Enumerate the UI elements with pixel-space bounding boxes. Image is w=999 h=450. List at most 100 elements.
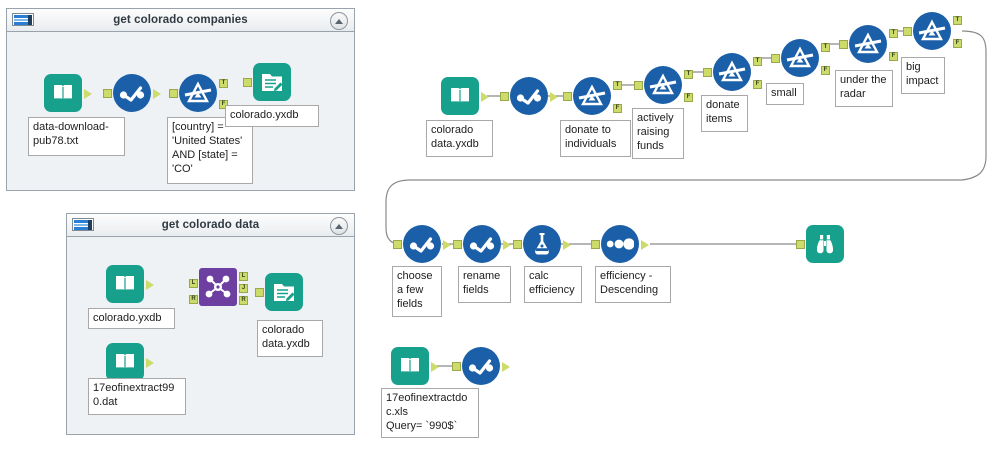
filter-tool-big-impact[interactable]: T F (903, 12, 962, 50)
false-output-port[interactable]: F (613, 104, 622, 113)
filter-tool-under-the-radar[interactable]: T F (839, 25, 898, 63)
input-port[interactable] (255, 288, 264, 297)
annotation-input-file: colorado data.yxdb (426, 120, 493, 157)
formula-tool-calc-efficiency[interactable] (513, 225, 571, 263)
input-port[interactable] (634, 81, 643, 90)
input-data-tool[interactable] (391, 347, 439, 385)
output-data-tool[interactable] (243, 63, 291, 101)
annotation-big-impact: big impact (901, 57, 945, 94)
filter-icon (179, 74, 217, 112)
input-port[interactable] (513, 240, 522, 249)
container-header[interactable]: get colorado data (67, 214, 354, 237)
select-icon (510, 77, 548, 115)
true-output-port[interactable]: T (753, 57, 762, 66)
annotation-dat-file: 17eofinextract99 0.dat (88, 378, 186, 415)
input-data-tool-right[interactable] (106, 343, 154, 381)
input-port[interactable] (393, 240, 402, 249)
input-port[interactable] (703, 68, 712, 77)
input-data-tool-left[interactable] (106, 265, 154, 303)
false-output-port[interactable]: F (684, 93, 693, 102)
annotation-input-file: data-download- pub78.txt (28, 117, 125, 156)
true-output-port[interactable]: T (684, 70, 693, 79)
container-header[interactable]: get colorado companies (7, 9, 354, 32)
output-port[interactable] (502, 362, 510, 372)
sort-icon (601, 225, 639, 263)
input-port[interactable] (796, 240, 805, 249)
input-port[interactable] (452, 362, 461, 371)
select-icon (462, 347, 500, 385)
select-tool[interactable] (452, 347, 510, 385)
false-output-port[interactable]: F (953, 39, 962, 48)
join-tool[interactable]: L R L J R (189, 268, 248, 306)
false-output-port[interactable]: F (821, 66, 830, 75)
output-port[interactable] (503, 240, 511, 250)
filter-icon (913, 12, 951, 50)
input-port[interactable] (563, 92, 572, 101)
output-port[interactable] (153, 89, 161, 99)
tool-container-icon (72, 218, 94, 231)
output-port[interactable] (146, 358, 154, 368)
join-output-port[interactable]: J (239, 284, 248, 293)
right-output-port[interactable]: R (239, 296, 248, 305)
false-output-port[interactable]: F (219, 100, 228, 109)
annotation-calc-efficiency: calc efficiency (524, 266, 582, 303)
select-icon (113, 74, 151, 112)
input-port[interactable] (243, 78, 252, 87)
input-port[interactable] (771, 54, 780, 63)
filter-tool[interactable]: T F (169, 74, 228, 112)
input-port[interactable] (453, 240, 462, 249)
output-port[interactable] (84, 89, 92, 99)
input-port[interactable] (500, 92, 509, 101)
input-port[interactable] (591, 240, 600, 249)
true-output-port[interactable]: T (219, 79, 228, 88)
browse-tool[interactable] (796, 225, 844, 263)
select-tool-rename-fields[interactable] (453, 225, 511, 263)
filter-icon (781, 39, 819, 77)
book-icon (106, 265, 144, 303)
select-tool[interactable] (500, 77, 558, 115)
annotation-donate-to-individuals: donate to individuals (560, 120, 631, 157)
chevron-up-icon[interactable] (330, 217, 348, 235)
true-output-port[interactable]: T (889, 29, 898, 38)
book-icon (391, 347, 429, 385)
right-input-port[interactable]: R (189, 295, 198, 304)
output-port[interactable] (550, 92, 558, 102)
input-data-tool[interactable] (44, 74, 92, 112)
chevron-up-icon[interactable] (330, 12, 348, 30)
input-port[interactable] (903, 27, 912, 36)
true-output-port[interactable]: T (613, 81, 622, 90)
false-output-port[interactable]: F (753, 80, 762, 89)
annotation-rename-fields: rename fields (458, 266, 511, 303)
output-port[interactable] (146, 280, 154, 290)
input-port[interactable] (169, 89, 178, 98)
filter-tool-actively-raising-funds[interactable]: T F (634, 66, 693, 104)
filter-icon (849, 25, 887, 63)
input-port[interactable] (839, 40, 848, 49)
output-port[interactable] (431, 362, 439, 372)
filter-icon (644, 66, 682, 104)
output-port[interactable] (641, 240, 649, 250)
filter-tool-small[interactable]: T F (771, 39, 830, 77)
input-data-tool[interactable] (441, 77, 489, 115)
true-output-port[interactable]: T (953, 16, 962, 25)
input-port[interactable] (103, 89, 112, 98)
sort-tool-efficiency-descending[interactable] (591, 225, 649, 263)
annotation-small: small (766, 83, 804, 105)
flask-icon (523, 225, 561, 263)
output-port[interactable] (563, 240, 571, 250)
true-output-port[interactable]: T (821, 43, 830, 52)
left-input-port[interactable]: L (189, 279, 198, 288)
filter-tool-donate-to-individuals[interactable]: T F (563, 77, 622, 115)
false-output-port[interactable]: F (889, 52, 898, 61)
output-port[interactable] (481, 92, 489, 102)
left-output-port[interactable]: L (239, 272, 248, 281)
annotation-actively-raising-funds: actively raising funds (632, 108, 684, 159)
output-data-tool[interactable] (255, 273, 303, 311)
select-tool-choose-a-few-fields[interactable] (393, 225, 451, 263)
join-icon (199, 268, 237, 306)
select-tool[interactable] (103, 74, 161, 112)
annotation-output-file: colorado data.yxdb (257, 320, 323, 357)
output-port[interactable] (443, 240, 451, 250)
filter-tool-donate-items[interactable]: T F (703, 53, 762, 91)
